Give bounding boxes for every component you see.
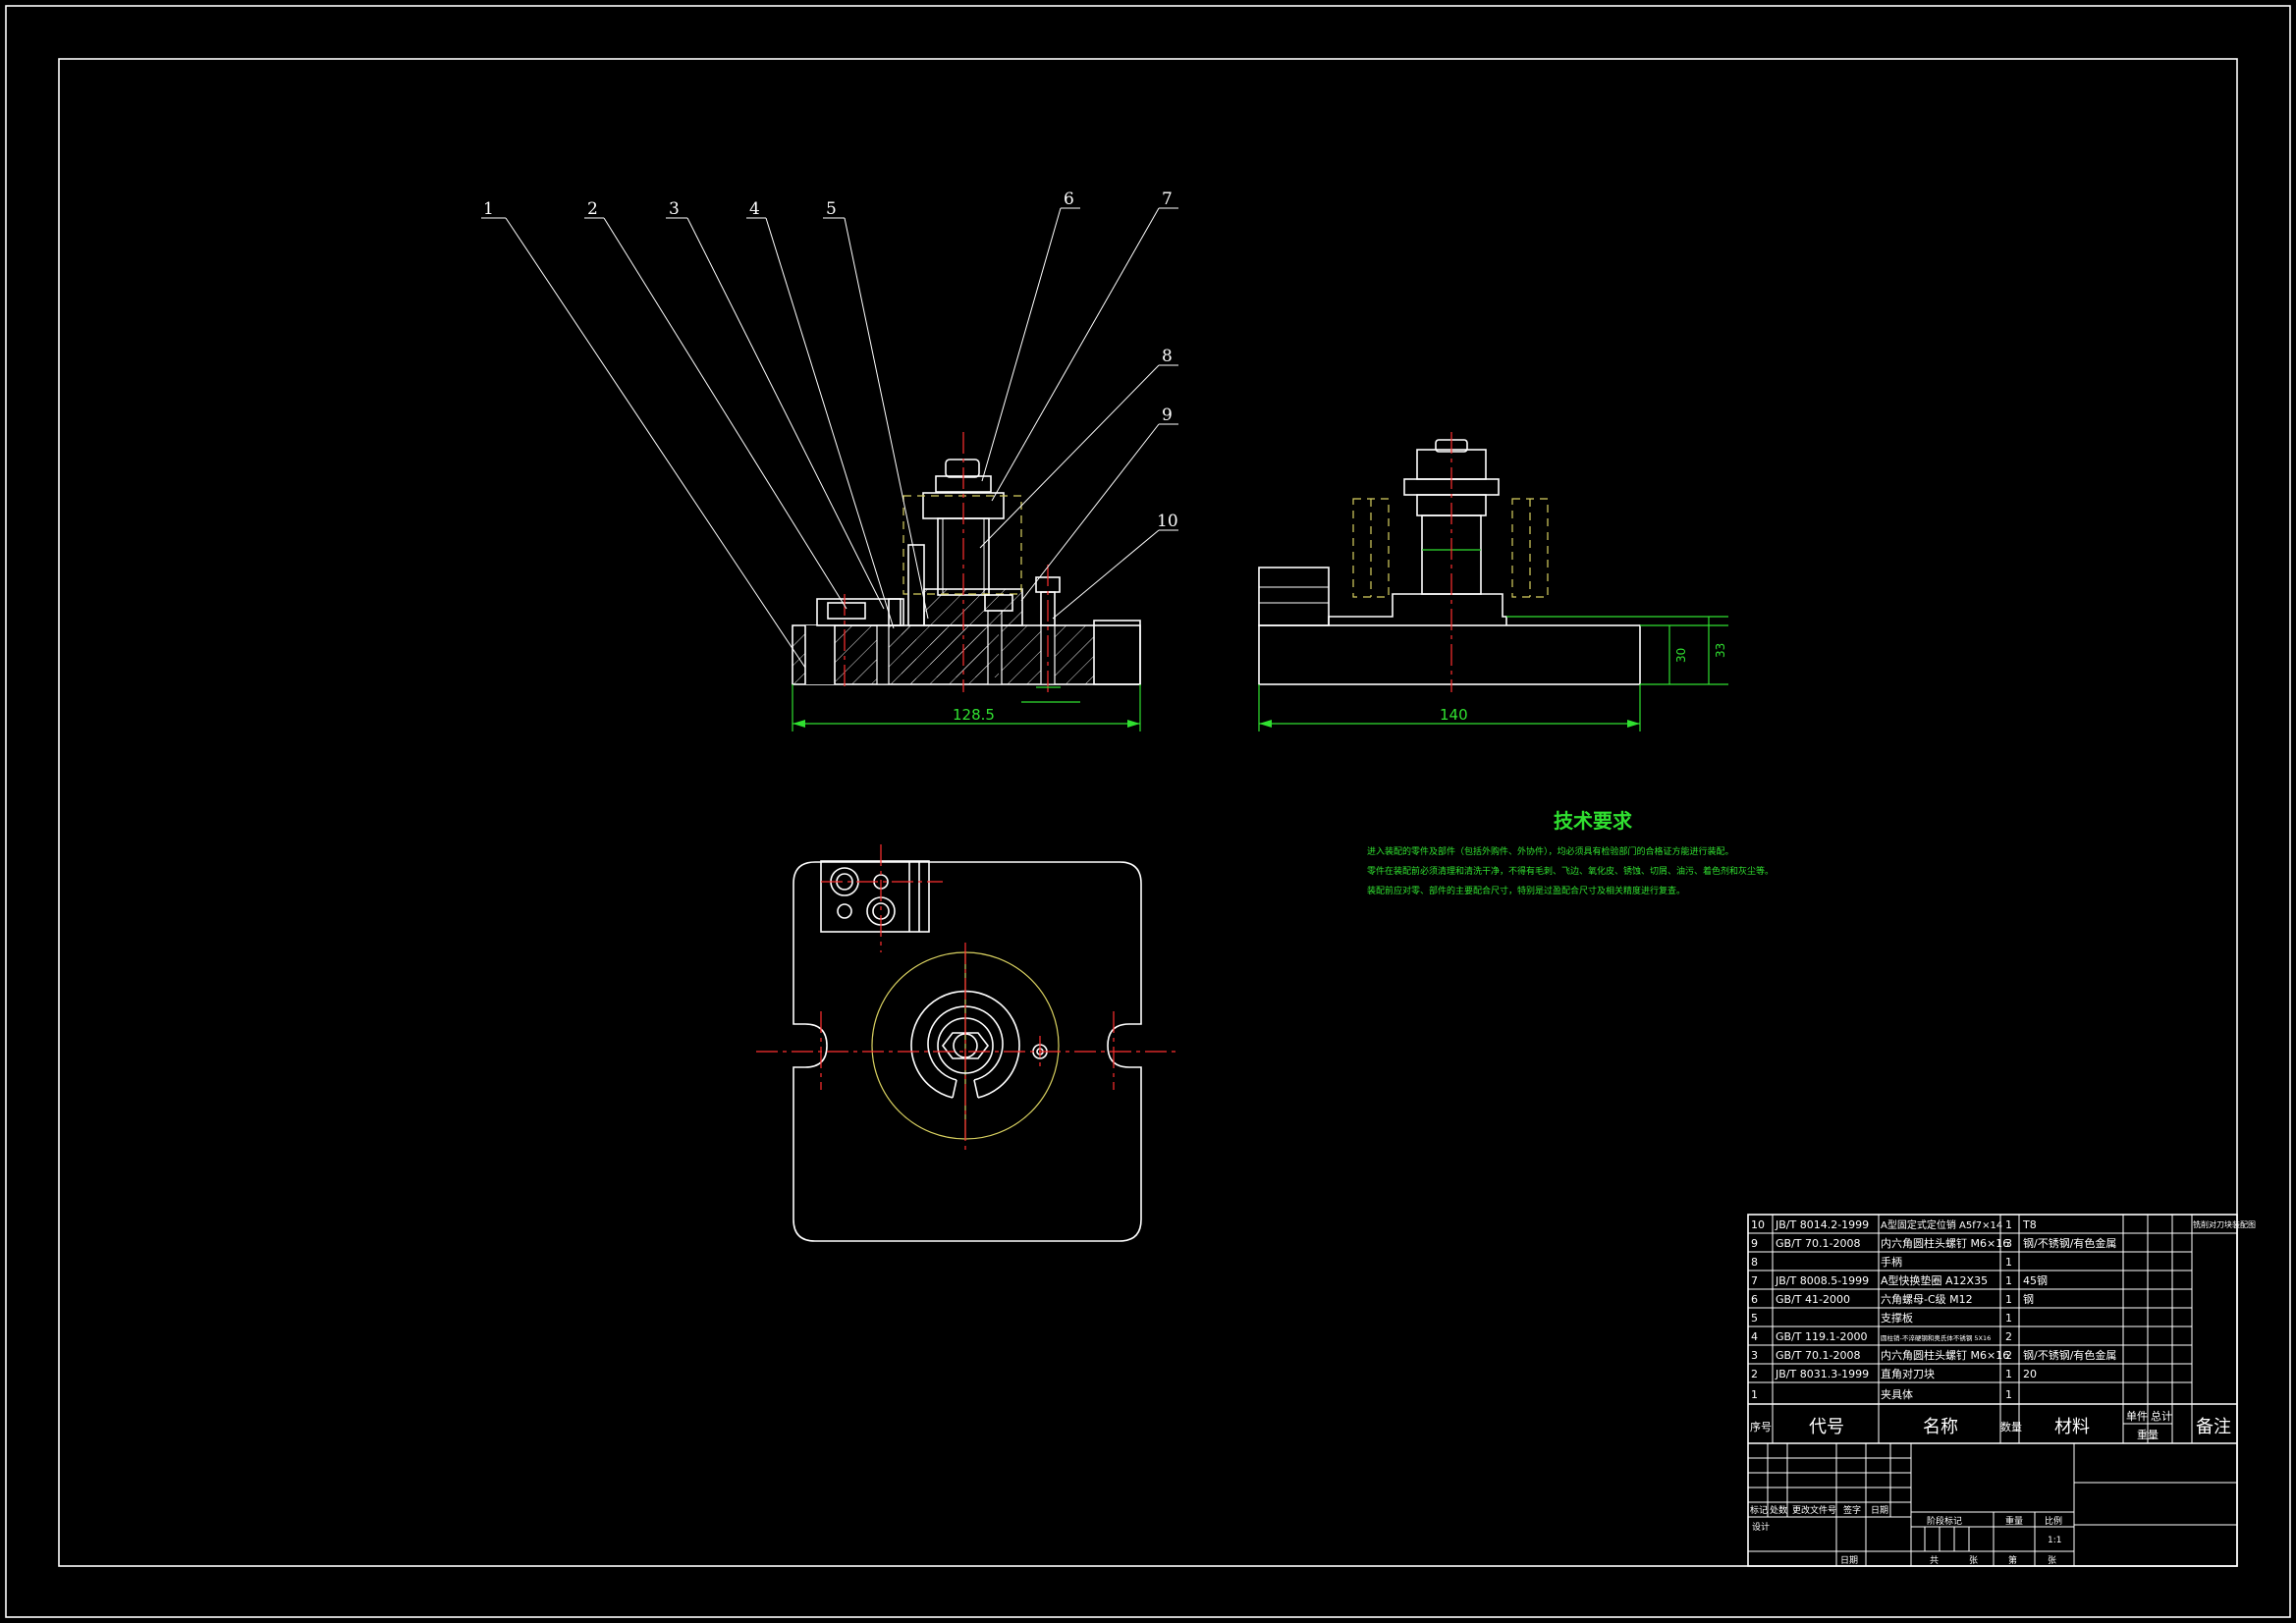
bom-row-7-qty: 1 — [2005, 1274, 2012, 1287]
bom-row-9-qty: 3 — [2005, 1237, 2012, 1250]
bom-row-1-no: 1 — [1751, 1388, 1758, 1401]
bom-row-4-qty: 2 — [2005, 1330, 2012, 1343]
tb-weight: 重量 — [2005, 1515, 2023, 1527]
balloon-leaders: 1 2 3 4 5 6 7 8 9 10 — [481, 189, 1178, 669]
tb-bottom-3: 第 — [2008, 1554, 2017, 1566]
bom-row-6-name: 六角螺母-C级 M12 — [1881, 1293, 1973, 1306]
tb-label-date: 日期 — [1871, 1505, 1888, 1516]
bom-row-8-name: 手柄 — [1881, 1255, 1902, 1269]
balloon-10: 10 — [1157, 512, 1178, 531]
bom-row-2-name: 直角对刀块 — [1881, 1367, 1935, 1380]
bom-row-6-code: GB/T 41-2000 — [1776, 1293, 1850, 1306]
bom-head-single: 单件 — [2126, 1410, 2148, 1423]
bom-row-1-qty: 1 — [2005, 1388, 2012, 1401]
balloon-7: 7 — [1162, 189, 1173, 209]
bom-row-10-material: T8 — [2022, 1218, 2037, 1231]
balloon-1: 1 — [483, 199, 494, 219]
bom-row-3-code: GB/T 70.1-2008 — [1776, 1349, 1860, 1362]
bom-row-10-qty: 1 — [2005, 1218, 2012, 1231]
balloon-8: 8 — [1162, 347, 1173, 366]
bom-row-10-code: JB/T 8014.2-1999 — [1775, 1218, 1869, 1231]
bom-row-7-no: 7 — [1751, 1274, 1758, 1287]
title-block: 标记 处数 更改文件号 签字 日期 设计 日期 阶段标记 重量 比例 1:1 共… — [1748, 1443, 2237, 1566]
balloon-9: 9 — [1162, 406, 1173, 425]
technical-requirements: 技术要求 进入装配的零件及部件（包括外购件、外协件），均必须具有检验部门的合格证… — [1367, 809, 1774, 896]
bom-row-4-name: 圆柱销-不淬硬钢和奥氏体不锈钢 5X16 — [1881, 1333, 1991, 1342]
bom-row-2-code: JB/T 8031.3-1999 — [1775, 1368, 1869, 1380]
tb-bottom-4: 张 — [2048, 1555, 2056, 1566]
dim-side-height-b: 33 — [1714, 643, 1727, 658]
inner-frame — [58, 58, 2238, 1567]
tech-req-line-2: 零件在装配前必须清理和清洗干净，不得有毛刺、飞边、氧化皮、锈蚀、切屑、油污、着色… — [1367, 865, 1774, 877]
bom-row-9-no: 9 — [1751, 1237, 1758, 1250]
bom-row-2-qty: 1 — [2005, 1368, 2012, 1380]
bom-head-qty: 数量 — [2000, 1421, 2022, 1434]
bom-row-9-material: 钢/不锈钢/有色金属 — [2023, 1236, 2116, 1250]
balloon-4: 4 — [749, 199, 760, 219]
bom-row-9-name: 内六角圆柱头螺钉 M6×16 — [1881, 1236, 2009, 1250]
bom-right-note: 铣削对刀块装配图 — [2193, 1219, 2256, 1229]
tb-label-mark: 标记 — [1750, 1504, 1768, 1516]
bom-row-5-no: 5 — [1751, 1312, 1758, 1325]
tb-label-sign: 签字 — [1843, 1504, 1861, 1516]
tech-req-line-3: 装配前应对零、部件的主要配合尺寸，特别是过盈配合尺寸及相关精度进行复查。 — [1367, 885, 1685, 896]
bom-row-2-no: 2 — [1751, 1368, 1758, 1380]
tb-date-bottom: 日期 — [1840, 1555, 1858, 1566]
dim-side-height-a: 30 — [1674, 648, 1688, 663]
side-view: 140 30 33 — [1258, 432, 1728, 731]
dim-side-width: 140 — [1440, 706, 1468, 724]
bom-row-10-no: 10 — [1751, 1218, 1765, 1231]
tb-label-doc: 更改文件号 — [1792, 1504, 1836, 1516]
bom-head-material: 材料 — [2054, 1417, 2090, 1437]
tech-req-line-1: 进入装配的零件及部件（包括外购件、外协件），均必须具有检验部门的合格证方能进行装… — [1367, 845, 1734, 857]
bom-row-4-code: GB/T 119.1-2000 — [1776, 1330, 1867, 1343]
bom-row-3-no: 3 — [1751, 1349, 1758, 1362]
bom-head-weight: 重量 — [2137, 1428, 2159, 1441]
bom-row-1-name: 夹具体 — [1881, 1387, 1913, 1401]
bom-row-3-qty: 2 — [2005, 1349, 2012, 1362]
bom-row-4-no: 4 — [1751, 1330, 1758, 1343]
balloon-5: 5 — [826, 199, 837, 219]
top-view — [756, 844, 1178, 1242]
dim-front-width: 128.5 — [953, 706, 995, 724]
tech-req-title: 技术要求 — [1554, 809, 1633, 833]
bom-row-2-material: 20 — [2023, 1368, 2037, 1380]
balloon-2: 2 — [587, 199, 598, 219]
bom-row-7-material: 45钢 — [2023, 1274, 2048, 1287]
bom-row-5-name: 支撑板 — [1881, 1311, 1913, 1325]
balloon-3: 3 — [669, 199, 680, 219]
bom-row-10-name: A型固定式定位销 A5f7×14 — [1881, 1218, 2002, 1231]
bom-row-8-no: 8 — [1751, 1256, 1758, 1269]
bom-row-6-no: 6 — [1751, 1293, 1758, 1306]
bom-row-6-material: 钢 — [2023, 1293, 2034, 1306]
bom-row-8-qty: 1 — [2005, 1256, 2012, 1269]
bom-row-3-name: 内六角圆柱头螺钉 M6×16 — [1881, 1348, 2009, 1362]
bom-head-remark: 备注 — [2196, 1417, 2231, 1437]
outer-frame — [5, 5, 2291, 1618]
front-section-view: 128.5 — [792, 432, 1141, 731]
bom-table: 序号 代号 名称 数量 材料 单件 总计 重量 备注 铣削对刀块装配图 10 J… — [1747, 1214, 2256, 1567]
bom-row-9-code: GB/T 70.1-2008 — [1776, 1237, 1860, 1250]
bom-head-no: 序号 — [1750, 1420, 1772, 1434]
bom-head-code: 代号 — [1809, 1417, 1844, 1437]
bom-head-total: 总计 — [2151, 1409, 2172, 1423]
tb-scale: 比例 — [2045, 1515, 2062, 1527]
tb-design: 设计 — [1752, 1521, 1770, 1533]
tb-scale-value: 1:1 — [2048, 1536, 2061, 1545]
bom-row-5-qty: 1 — [2005, 1312, 2012, 1325]
tb-bottom-2: 张 — [1969, 1555, 1978, 1566]
bom-row-3-material: 钢/不锈钢/有色金属 — [2023, 1348, 2116, 1362]
bom-head-name: 名称 — [1923, 1417, 1958, 1437]
bom-row-7-code: JB/T 8008.5-1999 — [1775, 1274, 1869, 1287]
bom-row-6-qty: 1 — [2005, 1293, 2012, 1306]
tb-stage: 阶段标记 — [1927, 1515, 1962, 1527]
bom-row-7-name: A型快换垫圈 A12X35 — [1881, 1273, 1988, 1287]
tb-label-count: 处数 — [1770, 1504, 1787, 1516]
balloon-6: 6 — [1064, 189, 1074, 209]
tb-bottom-1: 共 — [1930, 1555, 1939, 1566]
